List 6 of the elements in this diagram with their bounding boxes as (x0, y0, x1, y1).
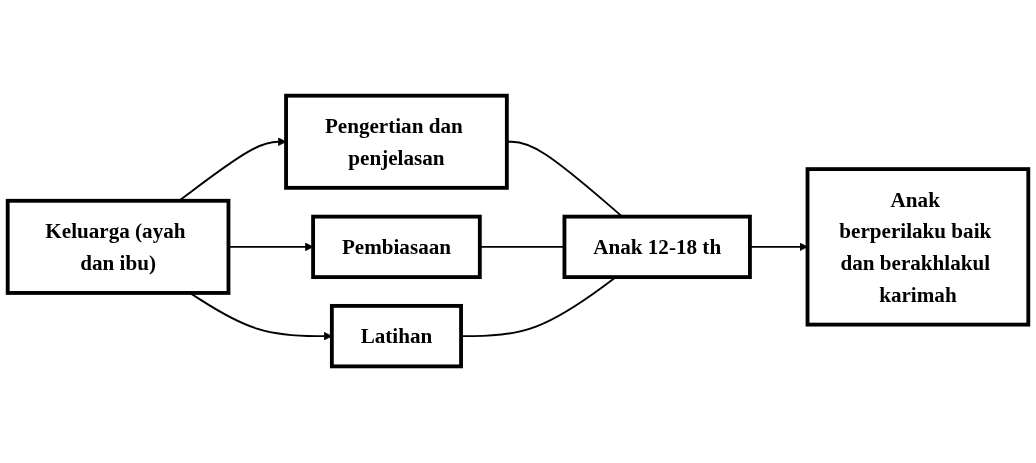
node-box: Anak 12-18 th (562, 215, 752, 280)
node-box: Pembiasaan (311, 215, 482, 280)
node-box: Anak berperilaku baik dan berakhlakul karimah (805, 167, 1031, 327)
node-box: Latihan (329, 304, 463, 369)
node-box: Pengertian dan penjelasan (284, 94, 509, 191)
node-box: Keluarga (ayah dan ibu) (5, 199, 231, 296)
